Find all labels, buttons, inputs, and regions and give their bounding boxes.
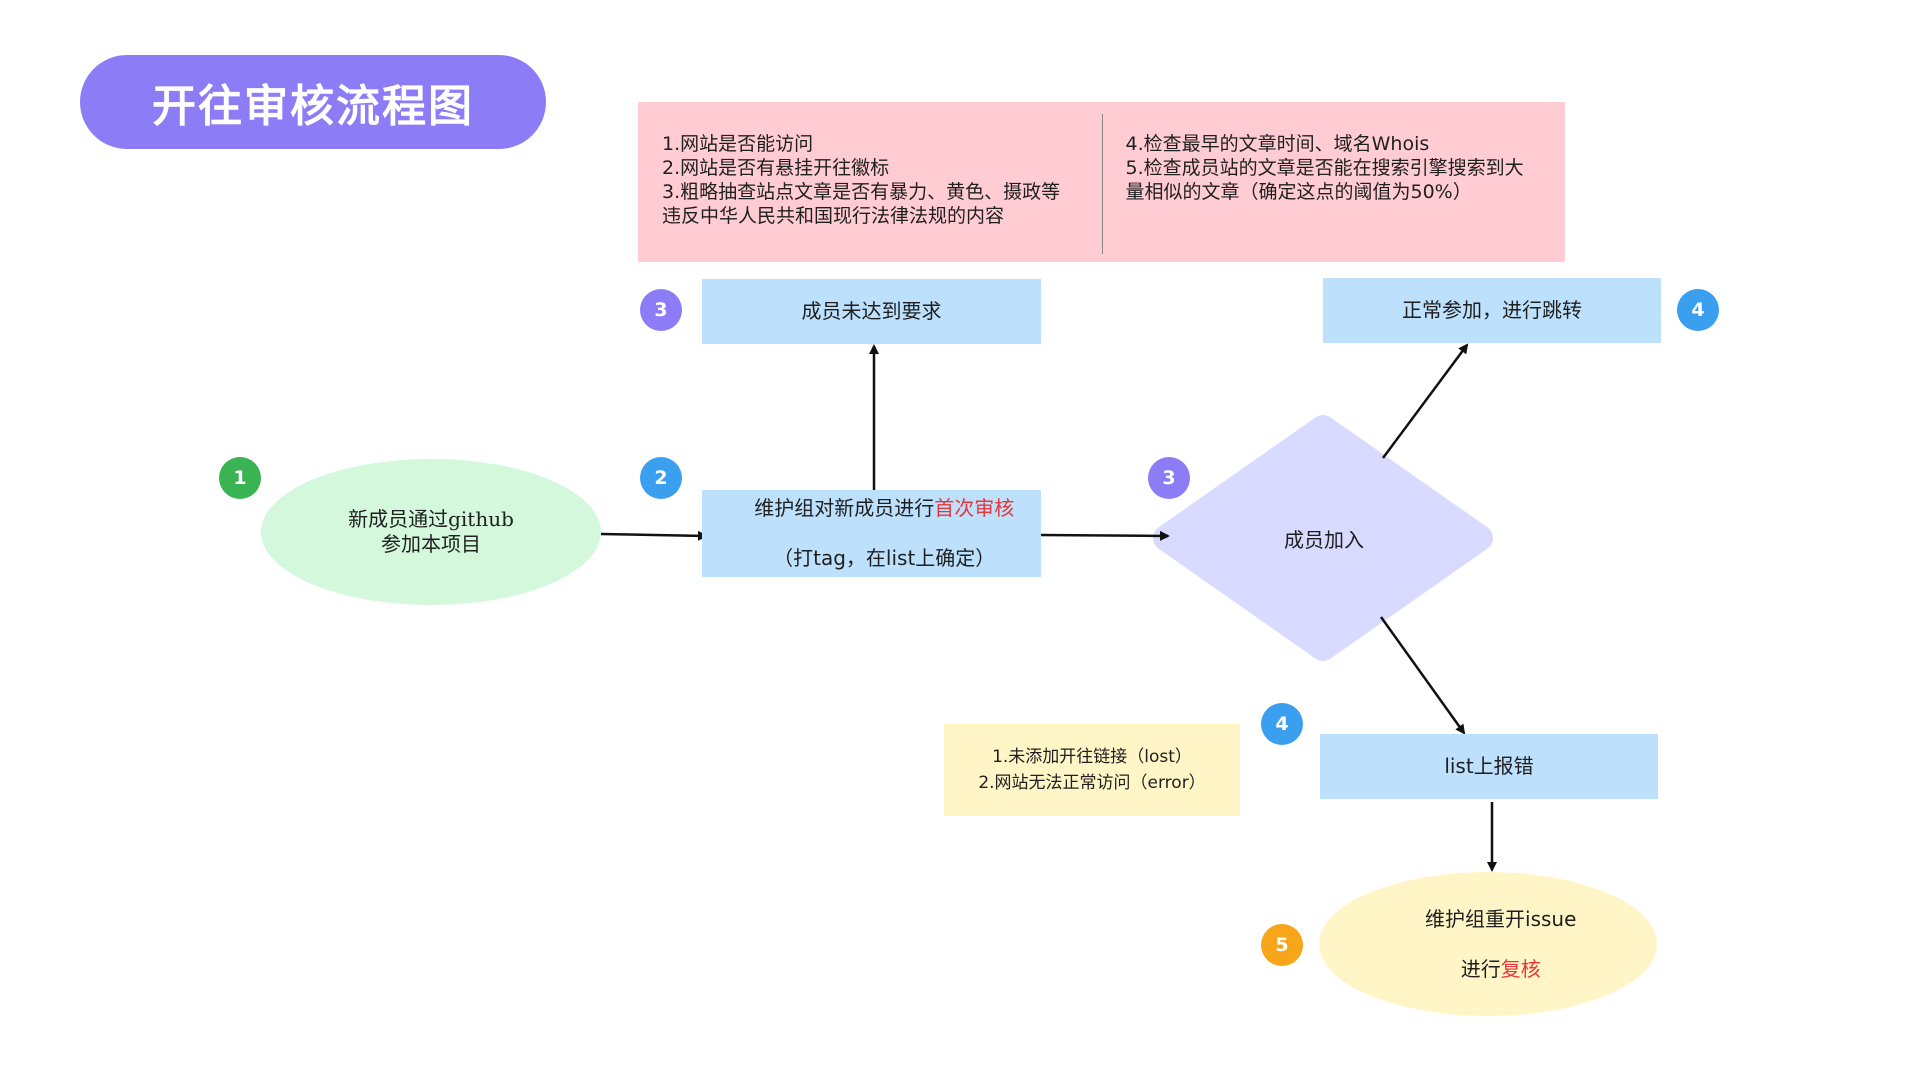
review-text: 维护组对新成员进行	[754, 496, 935, 520]
step-badge-1: 1	[219, 457, 261, 499]
step-badge-4-normal: 4	[1677, 289, 1719, 331]
review-subtext: （打tag，在list上确定）	[773, 546, 996, 570]
node-normal-join: 正常参加，进行跳转	[1323, 278, 1661, 343]
node-new-member: 新成员通过github 参加本项目	[261, 459, 601, 605]
reissue-text: 维护组重开issue	[1425, 906, 1577, 931]
step-badge-4-list-error: 4	[1261, 703, 1303, 745]
arrow-start-to-review	[600, 530, 708, 541]
node-reissue: 维护组重开issue 进行复核	[1319, 872, 1657, 1016]
step-badge-3-decision: 3	[1148, 457, 1190, 499]
criteria-right: 4.检查最早的文章时间、域名Whois 5.检查成员站的文章是否能在搜索引擎搜索…	[1125, 133, 1524, 203]
criteria-left: 1.网站是否能访问 2.网站是否有悬挂开往徽标 3.粗略抽查站点文章是否有暴力、…	[662, 133, 1061, 227]
arrow-decision-to-normal	[1381, 343, 1469, 459]
arrow-decision-to-list-error	[1379, 616, 1466, 735]
step-badge-5: 5	[1261, 924, 1303, 966]
reissue-text-2: 进行	[1460, 956, 1501, 981]
reissue-highlight: 复核	[1500, 956, 1541, 981]
error-reasons-note: 1.未添加开往链接（lost） 2.网站无法正常访问（error）	[944, 724, 1240, 816]
decision-diamond	[1153, 415, 1493, 661]
node-not-met: 成员未达到要求	[702, 279, 1041, 344]
node-first-review-text: 维护组对新成员进行首次审核 （打tag，在list上确定）	[729, 471, 1014, 596]
step-badge-3-not-met: 3	[640, 289, 682, 331]
step-badge-2: 2	[640, 457, 682, 499]
page-title: 开往审核流程图	[80, 55, 546, 149]
criteria-divider	[1102, 114, 1103, 254]
review-highlight: 首次审核	[934, 496, 1015, 520]
node-reissue-text: 维护组重开issue 进行复核	[1400, 882, 1577, 1007]
review-criteria-box: 1.网站是否能访问 2.网站是否有悬挂开往徽标 3.粗略抽查站点文章是否有暴力、…	[638, 102, 1565, 262]
arrow-review-to-decision	[1040, 530, 1170, 541]
node-decision-label: 成员加入	[1284, 527, 1364, 552]
node-first-review: 维护组对新成员进行首次审核 （打tag，在list上确定）	[702, 490, 1041, 577]
node-list-error: list上报错	[1320, 734, 1658, 799]
